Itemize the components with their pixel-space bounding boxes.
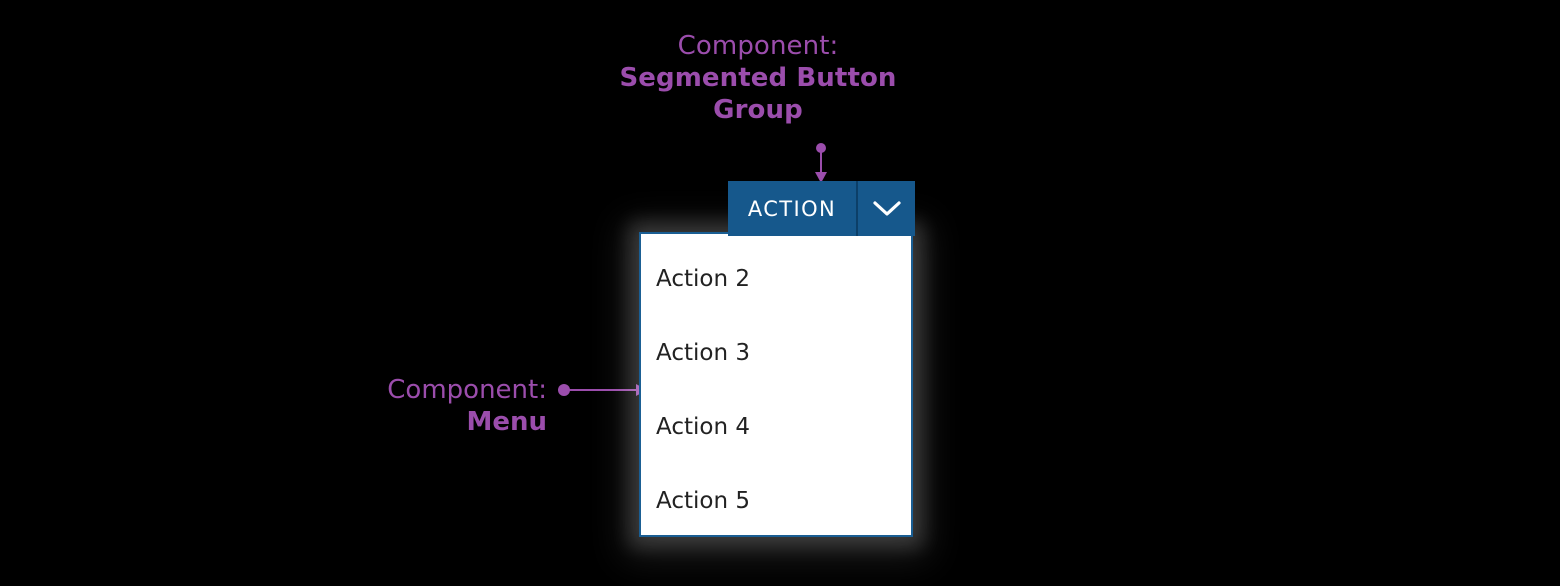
menu-item[interactable]: Action 4 [656, 414, 750, 440]
connector-dot [558, 384, 570, 396]
annotation-menu: Component: Menu [287, 374, 547, 438]
annotation-connector-right-arrow [558, 383, 648, 397]
menu-item[interactable]: Action 5 [656, 488, 750, 514]
menu-list: Action 2 Action 3 Action 4 Action 5 [641, 234, 911, 535]
annotation-value: Segmented Button Group [619, 63, 897, 125]
annotation-label: Component: [677, 31, 839, 61]
annotation-label: Component: [387, 375, 547, 405]
connector-line [820, 150, 822, 174]
connector-arrowhead-icon [815, 172, 827, 183]
menu-item[interactable]: Action 3 [656, 340, 750, 366]
segmented-button-group[interactable]: ACTION [728, 181, 915, 236]
menu-item[interactable]: Action 2 [656, 266, 750, 292]
annotation-segmented-button-group: Component: Segmented Button Group [578, 30, 938, 126]
menu-popup: Action 2 Action 3 Action 4 Action 5 [639, 232, 913, 537]
connector-line [566, 389, 638, 391]
chevron-down-icon [872, 200, 902, 218]
annotation-value: Menu [466, 407, 547, 437]
annotation-connector-down-arrow [812, 143, 830, 185]
connector-dot [816, 143, 826, 153]
action-button[interactable]: ACTION [728, 181, 856, 236]
segment-divider [856, 181, 858, 236]
action-dropdown-toggle-button[interactable] [858, 181, 915, 236]
